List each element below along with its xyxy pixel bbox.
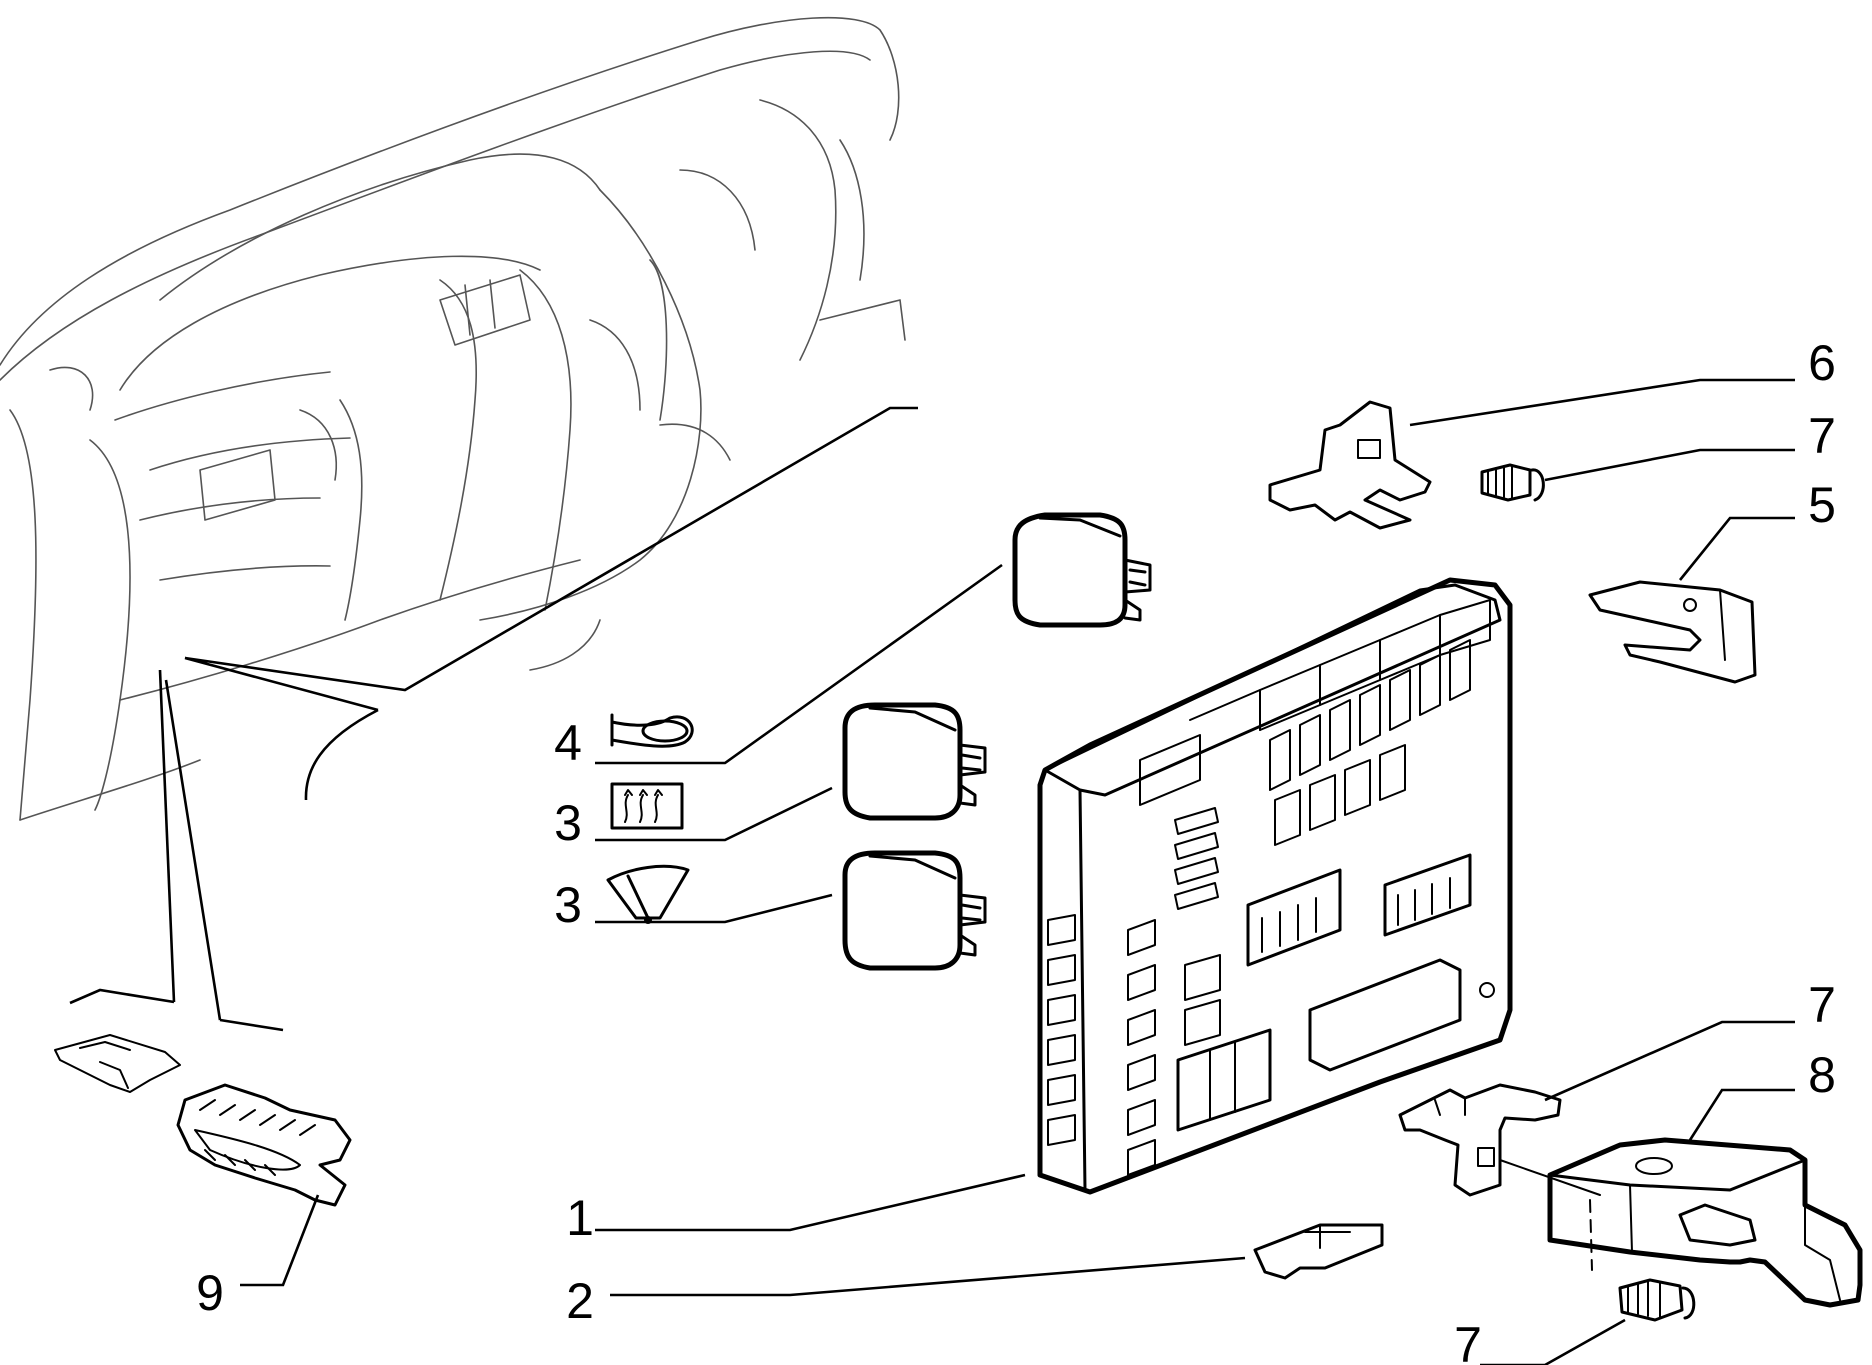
callout-5: 5 [1808,477,1836,533]
rear-defroster-icon [610,782,684,830]
location-callout-lines [69,406,918,1032]
bracket-upper [1268,400,1432,530]
clip [1588,580,1757,684]
dashboard-illustration [0,16,906,821]
control-unit [1499,1137,1863,1308]
callout-8: 8 [1808,1047,1836,1103]
fuse-box [1037,577,1513,1195]
screw-upper [1480,463,1545,502]
callout-7a: 7 [1808,408,1836,464]
horn-icon [610,713,694,748]
relay-rear-defroster [842,702,987,821]
callout-4: 4 [554,715,582,771]
callout-2: 2 [566,1273,594,1329]
wiper-icon [606,864,690,924]
callout-1: 1 [566,1190,594,1246]
callout-6a: 6 [1808,335,1836,391]
fuse-puller-group [54,1034,352,1207]
fuse-puller-icon [176,1083,352,1207]
callout-3b: 3 [554,877,582,933]
bracket-lower [1398,1083,1562,1197]
callout-9: 9 [196,1265,224,1321]
callout-7b: 7 [1454,1317,1482,1365]
screw-lower [1618,1278,1696,1322]
callout-3a: 3 [554,795,582,851]
relay-wiper [842,850,987,971]
relay-horn [1012,512,1152,628]
blade-fuse [1253,1223,1384,1280]
callout-6b: 7 [1808,977,1836,1033]
